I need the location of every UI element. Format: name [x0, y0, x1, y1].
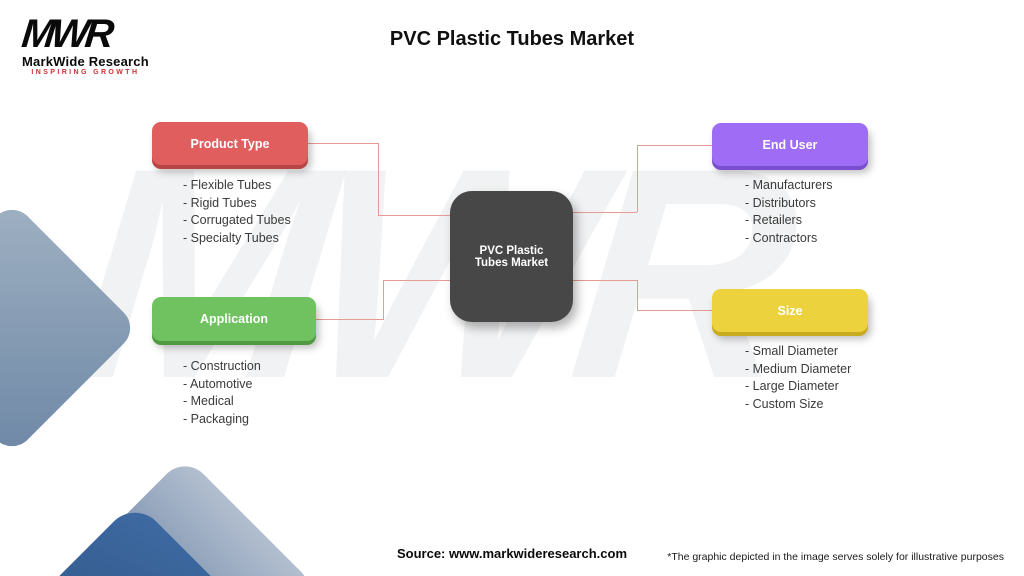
- connector-enduser-h1: [637, 145, 712, 146]
- node-product-type: Product Type: [152, 122, 308, 165]
- list-item: - Rigid Tubes: [183, 195, 257, 210]
- list-item: - Medical: [183, 394, 234, 409]
- connector-size-v: [637, 280, 638, 311]
- list-item: - Contractors: [745, 230, 818, 245]
- end-user-items: - Manufacturers - Distributors - Retaile…: [745, 177, 833, 247]
- list-item: - Custom Size: [745, 396, 824, 411]
- list-item: - Retailers: [745, 213, 802, 228]
- list-item: - Automotive: [183, 376, 253, 391]
- list-item: - Small Diameter: [745, 344, 839, 358]
- connector-product-h1: [308, 143, 378, 144]
- logo-tagline: INSPIRING GROWTH: [31, 69, 140, 76]
- source-label: Source:: [396, 546, 446, 561]
- page-title: PVC Plastic Tubes Market: [389, 28, 635, 50]
- connector-application-h1: [316, 319, 383, 320]
- application-items: - Construction - Automotive - Medical - …: [183, 358, 261, 428]
- list-item: - Packaging: [183, 411, 250, 426]
- list-item: - Manufacturers: [745, 178, 833, 192]
- connector-size-h2: [573, 280, 637, 281]
- list-item: - Specialty Tubes: [183, 230, 279, 245]
- disclaimer-text: *The graphic depicted in the image serve…: [667, 551, 1004, 563]
- list-item: - Large Diameter: [745, 379, 839, 394]
- list-item: - Medium Diameter: [745, 361, 852, 376]
- list-item: - Corrugated Tubes: [183, 213, 291, 228]
- connector-product-h2: [378, 215, 450, 216]
- connector-application-h2: [383, 280, 450, 281]
- product-type-items: - Flexible Tubes - Rigid Tubes - Corruga…: [183, 177, 291, 247]
- center-node-pvc-plastic-tubes-market: PVC Plastic Tubes Market: [450, 191, 573, 322]
- list-item: - Construction: [183, 359, 261, 373]
- node-size: Size: [712, 289, 868, 332]
- connector-enduser-v: [637, 145, 638, 212]
- connector-product-v: [378, 143, 379, 215]
- connector-application-v: [383, 280, 384, 320]
- connector-size-h1: [637, 310, 712, 311]
- list-item: - Flexible Tubes: [183, 178, 272, 192]
- node-application: Application: [152, 297, 316, 341]
- logo-name: MarkWide Research: [22, 54, 149, 69]
- source-url: www.markwideresearch.com: [449, 546, 628, 561]
- source-line: Source: www.markwideresearch.com: [0, 546, 1024, 561]
- markwide-logo: MWR MarkWide Research INSPIRING GROWTH: [20, 12, 149, 76]
- connector-enduser-h2: [573, 212, 637, 213]
- list-item: - Distributors: [745, 195, 816, 210]
- node-end-user: End User: [712, 123, 868, 166]
- size-items: - Small Diameter - Medium Diameter - Lar…: [745, 343, 851, 413]
